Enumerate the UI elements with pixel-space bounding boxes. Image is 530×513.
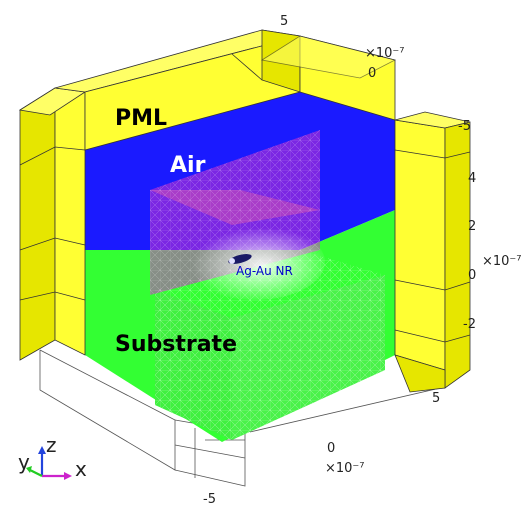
triad-y-label: y bbox=[18, 450, 30, 474]
pml-region bbox=[18, 29, 471, 393]
bottom-axis-tick-max: 5 bbox=[432, 391, 440, 406]
bottom-axis-tick-min: -5 bbox=[203, 492, 216, 507]
right-axis-scale: ×10⁻⁷ bbox=[482, 254, 522, 269]
top-axis-tick-min: -5 bbox=[458, 119, 471, 134]
right-axis-tick: 0 bbox=[468, 268, 476, 283]
top-axis-tick-zero: 0 bbox=[368, 66, 376, 81]
right-axis: 4 2 0 -2 ×10⁻⁷ bbox=[463, 171, 522, 332]
air-label: Air bbox=[170, 153, 206, 178]
bottom-axis-scale: ×10⁻⁷ bbox=[325, 461, 365, 476]
right-axis-tick: 4 bbox=[468, 171, 476, 186]
triad-x-label: x bbox=[75, 457, 87, 481]
highlight-plane bbox=[150, 130, 325, 300]
orientation-triad: z x y bbox=[18, 433, 87, 481]
particle-label: Ag-Au NR bbox=[236, 264, 293, 278]
bottom-axis-tick-zero: 0 bbox=[327, 441, 335, 456]
nanorod-particle bbox=[228, 254, 252, 264]
top-axis-scale: ×10⁻⁷ bbox=[365, 46, 405, 61]
right-axis-tick: -2 bbox=[463, 317, 476, 332]
triad-z-label: z bbox=[46, 433, 57, 457]
right-axis-tick: 2 bbox=[468, 219, 476, 234]
pml-label: PML bbox=[115, 106, 167, 131]
top-axis-tick-max: 5 bbox=[280, 14, 288, 29]
substrate-label: Substrate bbox=[115, 332, 237, 357]
